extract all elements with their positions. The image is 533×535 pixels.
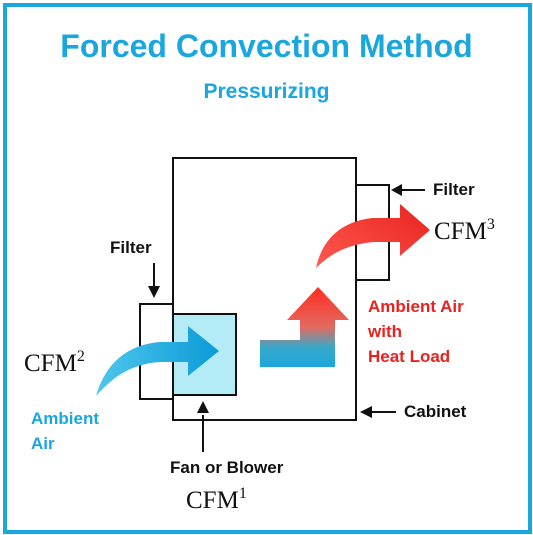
heated-air-arrow (260, 287, 349, 367)
cfm-outlet-label: CFM3 (434, 216, 495, 246)
outlet-air-arrow (316, 204, 430, 268)
cabinet-label: Cabinet (404, 402, 467, 421)
heat-load-label: Ambient Air with Heat Load (368, 294, 464, 369)
left-filter-pointer-head (148, 286, 160, 298)
diagram-title: Forced Convection Method (60, 28, 473, 64)
cfm-fan-subscript: 1 (238, 485, 247, 502)
right-filter-label: Filter (433, 180, 475, 199)
ambient-air-line-2: Air (31, 434, 55, 453)
heat-load-line-2: with (368, 322, 402, 341)
cfm-fan-base: CFM (186, 487, 239, 514)
right-filter-pointer-head (391, 184, 402, 196)
heat-load-line-3: Heat Load (368, 347, 451, 366)
left-filter-label: Filter (110, 238, 152, 257)
cfm-outlet-subscript: 3 (486, 216, 495, 233)
ambient-air-label: Ambient Air (31, 406, 99, 456)
inlet-air-arrow (96, 326, 219, 396)
cfm-inlet-label: CFM2 (24, 348, 85, 378)
cabinet-pointer-head (360, 406, 372, 418)
ambient-air-line-1: Ambient (31, 409, 99, 428)
diagram-subtitle: Pressurizing (203, 80, 330, 103)
fan-pointer-head (197, 401, 209, 413)
heat-load-line-1: Ambient Air (368, 297, 464, 316)
cfm-inlet-base: CFM (24, 350, 77, 377)
cfm-inlet-subscript: 2 (76, 348, 85, 365)
fan-label: Fan or Blower (170, 458, 284, 477)
cfm-fan-label: CFM1 (186, 485, 247, 515)
cfm-outlet-base: CFM (434, 218, 487, 245)
